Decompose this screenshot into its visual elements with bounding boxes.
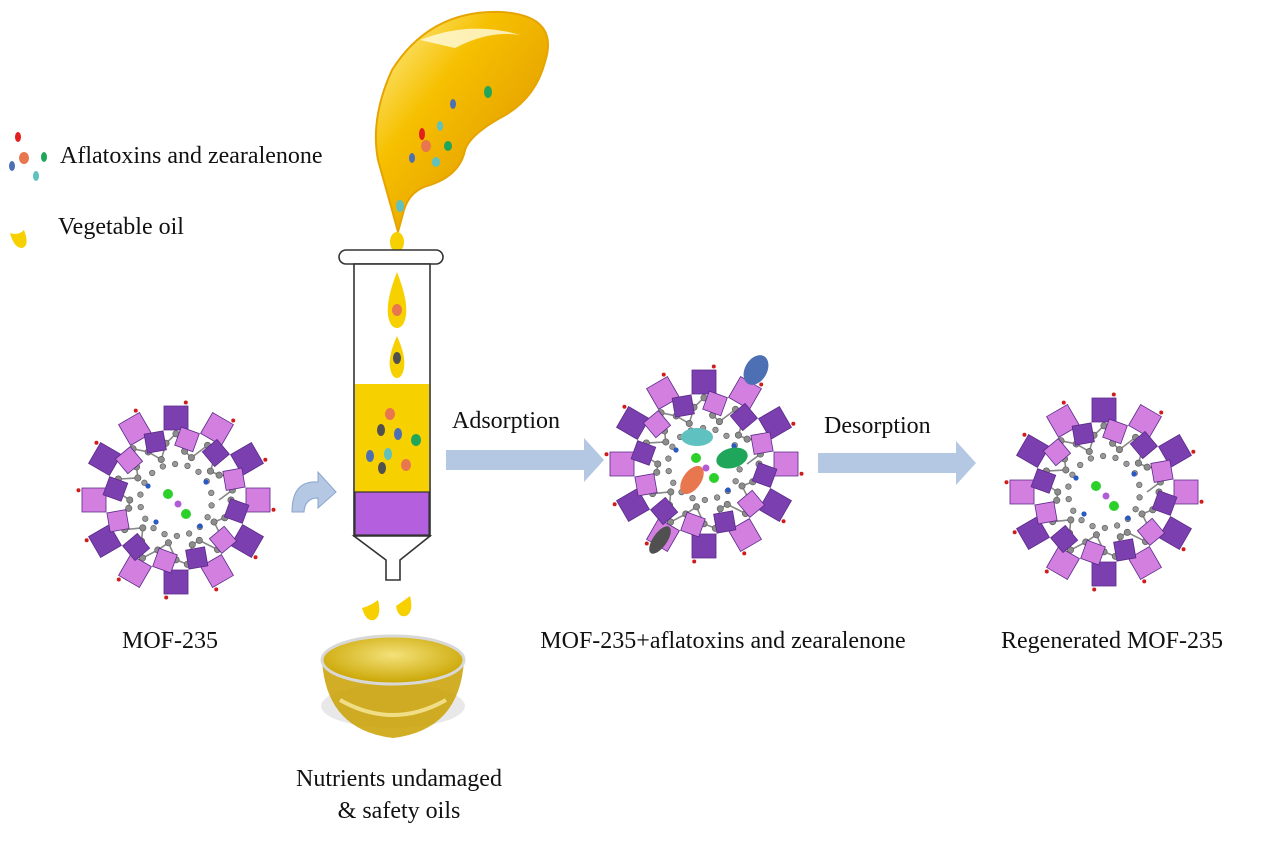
oil-drop-output <box>362 600 380 621</box>
oil-drop-output <box>396 596 412 617</box>
mof-caption: MOF-235 <box>121 628 218 654</box>
sorbent-bed <box>354 491 430 536</box>
desorption-arrow <box>818 441 976 485</box>
oil-bowl <box>320 634 466 738</box>
spe-column <box>338 249 444 581</box>
mof-loaded-caption: MOF-235+aflatoxins and zearalenone <box>540 628 906 654</box>
mof-235-structure <box>76 400 276 600</box>
toxin-legend-icon <box>9 132 47 181</box>
toxins-legend-label: Aflatoxins and zearalenone <box>60 143 323 169</box>
oil-legend-label: Vegetable oil <box>58 214 184 240</box>
adsorption-label: Adsorption <box>452 408 560 434</box>
regenerated-caption: Regenerated MOF-235 <box>1001 628 1223 654</box>
mof-235-regenerated-structure <box>1004 392 1204 592</box>
mof-235-loaded-structure <box>604 364 804 564</box>
pouring-oil-illustration <box>374 10 549 252</box>
adsorption-arrow <box>446 438 604 482</box>
curved-arrow-icon <box>291 470 337 513</box>
output-caption-line1: Nutrients undamaged <box>296 766 502 792</box>
adsorbed-toxins <box>649 355 769 554</box>
oil-drop-legend-icon <box>10 230 27 248</box>
desorption-label: Desorption <box>824 413 931 439</box>
output-caption-line2: & safety oils <box>337 798 461 824</box>
